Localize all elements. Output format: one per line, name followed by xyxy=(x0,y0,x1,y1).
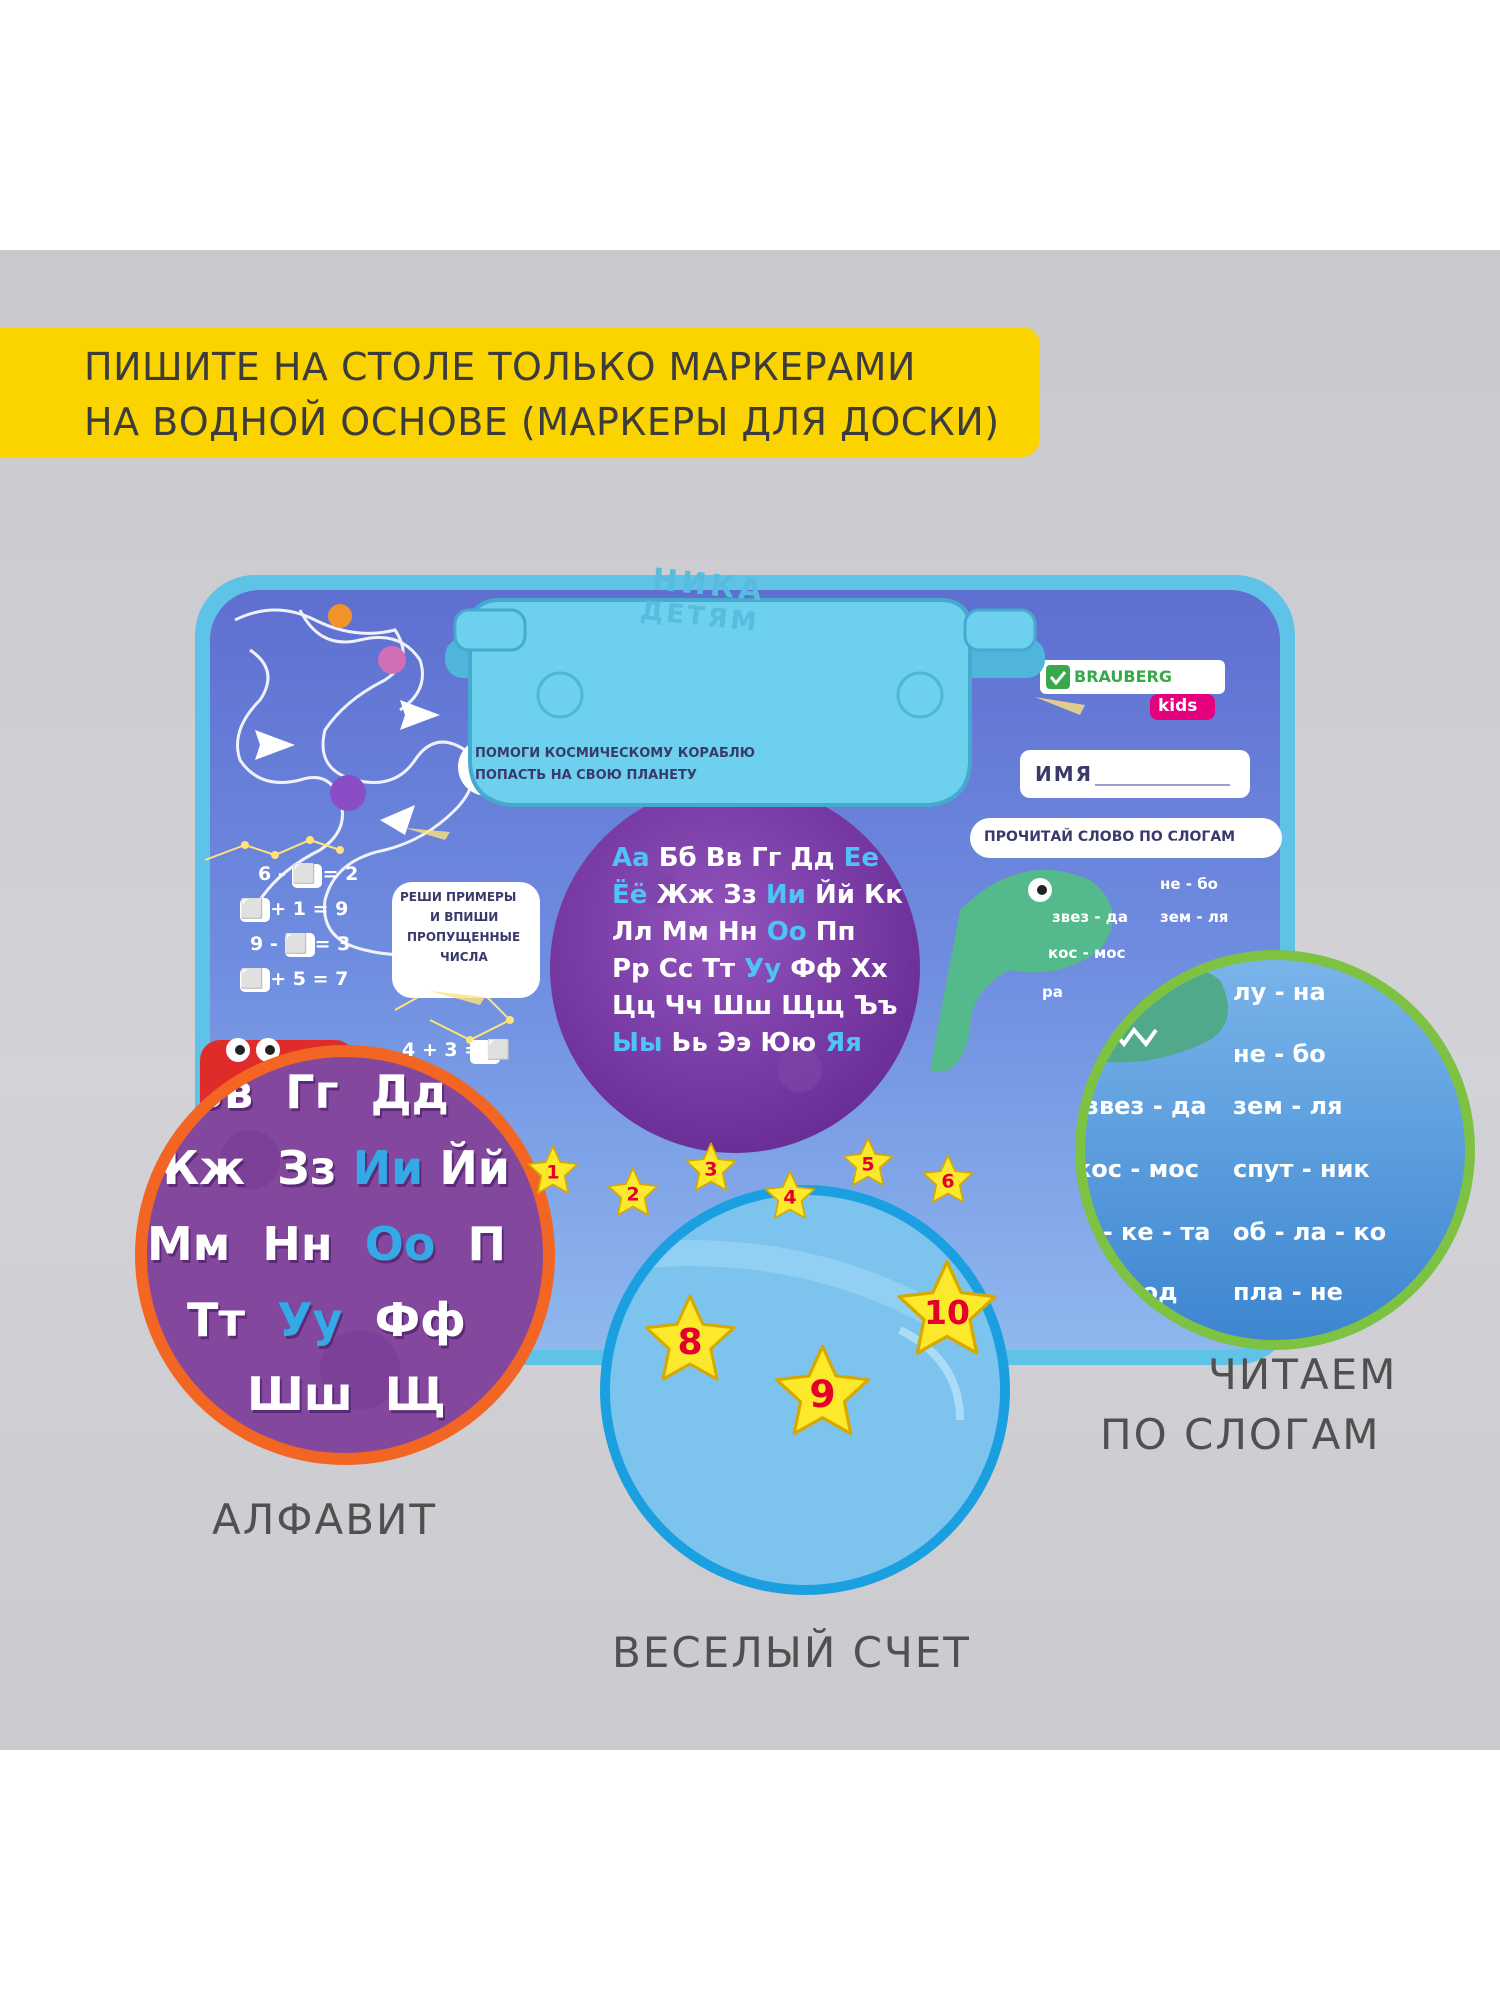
banner-line-2: НА ВОДНОЙ ОСНОВЕ (МАРКЕРЫ ДЛЯ ДОСКИ) xyxy=(84,400,1000,444)
board-alpha-row-6: Ыы Ьь Ээ Юю Яя xyxy=(612,1028,862,1058)
math-caption-2: И ВПИШИ xyxy=(430,910,499,924)
desk-illustration xyxy=(135,575,1475,1595)
board-handle xyxy=(445,598,1045,807)
zoom-star: 8 xyxy=(640,1290,740,1395)
math-caption-3: ПРОПУЩЕННЫЕ xyxy=(407,930,521,944)
zoom-star: 9 xyxy=(770,1340,875,1450)
syllables-title: ПРОЧИТАЙ СЛОВО ПО СЛОГАМ xyxy=(984,829,1236,845)
star-icon: 4 xyxy=(764,1170,816,1219)
zoom-alpha-row-3: Мм Нн Оо П xyxy=(147,1217,506,1271)
board-alpha-row-1: Аа Бб Вв Гг Дд Ее xyxy=(612,843,879,873)
comet-icons xyxy=(405,697,1085,1005)
zoom-alphabet: Вв Гг Дд Жж Зз Ии Йй К Мм Нн Оо П Тт Уу … xyxy=(147,1057,543,1453)
board-star: 4 xyxy=(762,1168,818,1229)
math-row-2: ⬜ + 1 = 9 xyxy=(240,898,349,920)
maze-caption-1: ПОМОГИ КОСМИЧЕСКОМУ КОРАБЛЮ xyxy=(475,746,755,761)
star-icon-label: 9 xyxy=(809,1372,835,1416)
zoom-word-10: пла - не xyxy=(1233,1278,1343,1306)
star-icon: 9 xyxy=(775,1344,870,1436)
board-alpha-row-3: Лл Мм Нн Оо Пп xyxy=(612,917,856,947)
caption-syllables-2: ПО СЛОГАМ xyxy=(1100,1410,1381,1459)
planet-purple-icon xyxy=(330,775,366,811)
star-icon-label: 3 xyxy=(704,1159,717,1181)
board-star: 1 xyxy=(525,1143,581,1204)
alphabet-planet xyxy=(550,783,920,1153)
rocket-icon xyxy=(255,700,440,835)
board-star: 3 xyxy=(683,1140,739,1201)
star-icon: 6 xyxy=(922,1154,974,1203)
star-icon-label: 8 xyxy=(677,1322,702,1363)
zoom-word-2: не - бо xyxy=(1233,1040,1326,1068)
math-caption-1: РЕШИ ПРИМЕРЫ xyxy=(400,890,517,904)
product-panel: ПИШИТЕ НА СТОЛЕ ТОЛЬКО МАРКЕРАМИ НА ВОДН… xyxy=(0,250,1500,1750)
zoom-word-6: спут - ник xyxy=(1233,1155,1370,1183)
star-icon: 5 xyxy=(842,1137,894,1186)
star-icon: 3 xyxy=(685,1142,737,1191)
zoom-alpha-row-4: Тт Уу Фф xyxy=(187,1293,466,1347)
zoom-word-1: лу - на xyxy=(1233,978,1326,1006)
board-syllable-4: зем - ля xyxy=(1160,908,1229,926)
math-caption-4: ЧИСЛА xyxy=(440,950,488,964)
board-alpha-row-5: Цц Чч Шш Щщ Ъъ xyxy=(612,991,898,1021)
maze-caption-2: ПОПАСТЬ НА СВОЮ ПЛАНЕТУ xyxy=(475,768,697,783)
math-row-4: ⬜ + 5 = 7 xyxy=(240,968,349,990)
star-icon-label: 10 xyxy=(924,1293,970,1332)
star-icon: 1 xyxy=(527,1145,579,1194)
maze xyxy=(234,608,475,957)
board-syllable-2: не - бо xyxy=(1160,875,1218,893)
zoom-alpha-row-5: Шш Щ xyxy=(247,1367,446,1421)
zoom-alpha-row-1: Вв Гг Дд xyxy=(189,1065,449,1119)
math-boxes xyxy=(240,864,500,1064)
zoom-word-7: ра - ке - та xyxy=(1085,1218,1211,1246)
zoom-syllables: лу - на не - бо звез - да зем - ля кос -… xyxy=(1085,960,1465,1340)
zoom-word-5: кос - мос xyxy=(1085,1155,1200,1183)
planet-pink-icon xyxy=(378,646,406,674)
board-star: 2 xyxy=(605,1165,661,1226)
board-alpha-row-2: Ёё Жж Зз Ии Йй Кк xyxy=(612,880,903,910)
math-row-3: 9 - ⬜ = 3 xyxy=(250,933,351,955)
math-row-1: 6 - ⬜ = 2 xyxy=(258,863,359,885)
board-syllable-6: ра xyxy=(1042,983,1063,1001)
planet-orange-icon xyxy=(328,604,352,628)
banner-line-1: ПИШИТЕ НА СТОЛЕ ТОЛЬКО МАРКЕРАМИ xyxy=(84,345,916,389)
warning-banner xyxy=(0,327,1040,457)
zoom-word-3: звез - да xyxy=(1085,1092,1207,1120)
board-syllable-1: лу - на xyxy=(1155,835,1213,853)
handle-grip xyxy=(468,598,972,807)
star-icon: 10 xyxy=(897,1259,997,1355)
star-icon-label: 4 xyxy=(783,1187,796,1209)
star-icon-label: 6 xyxy=(941,1171,954,1193)
board-syllable-5: кос - мос xyxy=(1048,944,1126,962)
green-dino-icon xyxy=(930,870,1113,1072)
star-icon-label: 1 xyxy=(546,1162,559,1184)
star-icon: 2 xyxy=(607,1167,659,1216)
math-row-5: 4 + 3 = ⬜ xyxy=(402,1039,511,1061)
star-icon-label: 2 xyxy=(626,1184,639,1206)
board-syllable-3: звез - да xyxy=(1052,908,1129,926)
zoom-alpha-row-2: Жж Зз Ии Йй К xyxy=(147,1141,543,1195)
brand-logo: BRAUBERG xyxy=(1074,667,1172,686)
caption-alphabet: АЛФАВИТ xyxy=(212,1495,438,1544)
zoom-word-8: об - ла - ко xyxy=(1233,1218,1387,1246)
board-alpha-row-4: Рр Сс Тт Уу Фф Хх xyxy=(612,954,888,984)
board-star: 5 xyxy=(840,1135,896,1196)
zoom-star: 10 xyxy=(892,1255,1002,1370)
star-icon: 8 xyxy=(644,1294,736,1381)
caption-syllables-1: ЧИТАЕМ xyxy=(1208,1350,1398,1399)
zoom-word-9: о - ход xyxy=(1085,1278,1178,1306)
board-star: 6 xyxy=(920,1152,976,1213)
name-label: ИМЯ xyxy=(1035,762,1094,786)
star-icon-label: 5 xyxy=(861,1154,874,1176)
zoom-word-4: зем - ля xyxy=(1233,1092,1343,1120)
brand-sub: kids xyxy=(1158,696,1198,716)
caption-counting: ВЕСЕЛЫЙ СЧЕТ xyxy=(612,1628,971,1677)
